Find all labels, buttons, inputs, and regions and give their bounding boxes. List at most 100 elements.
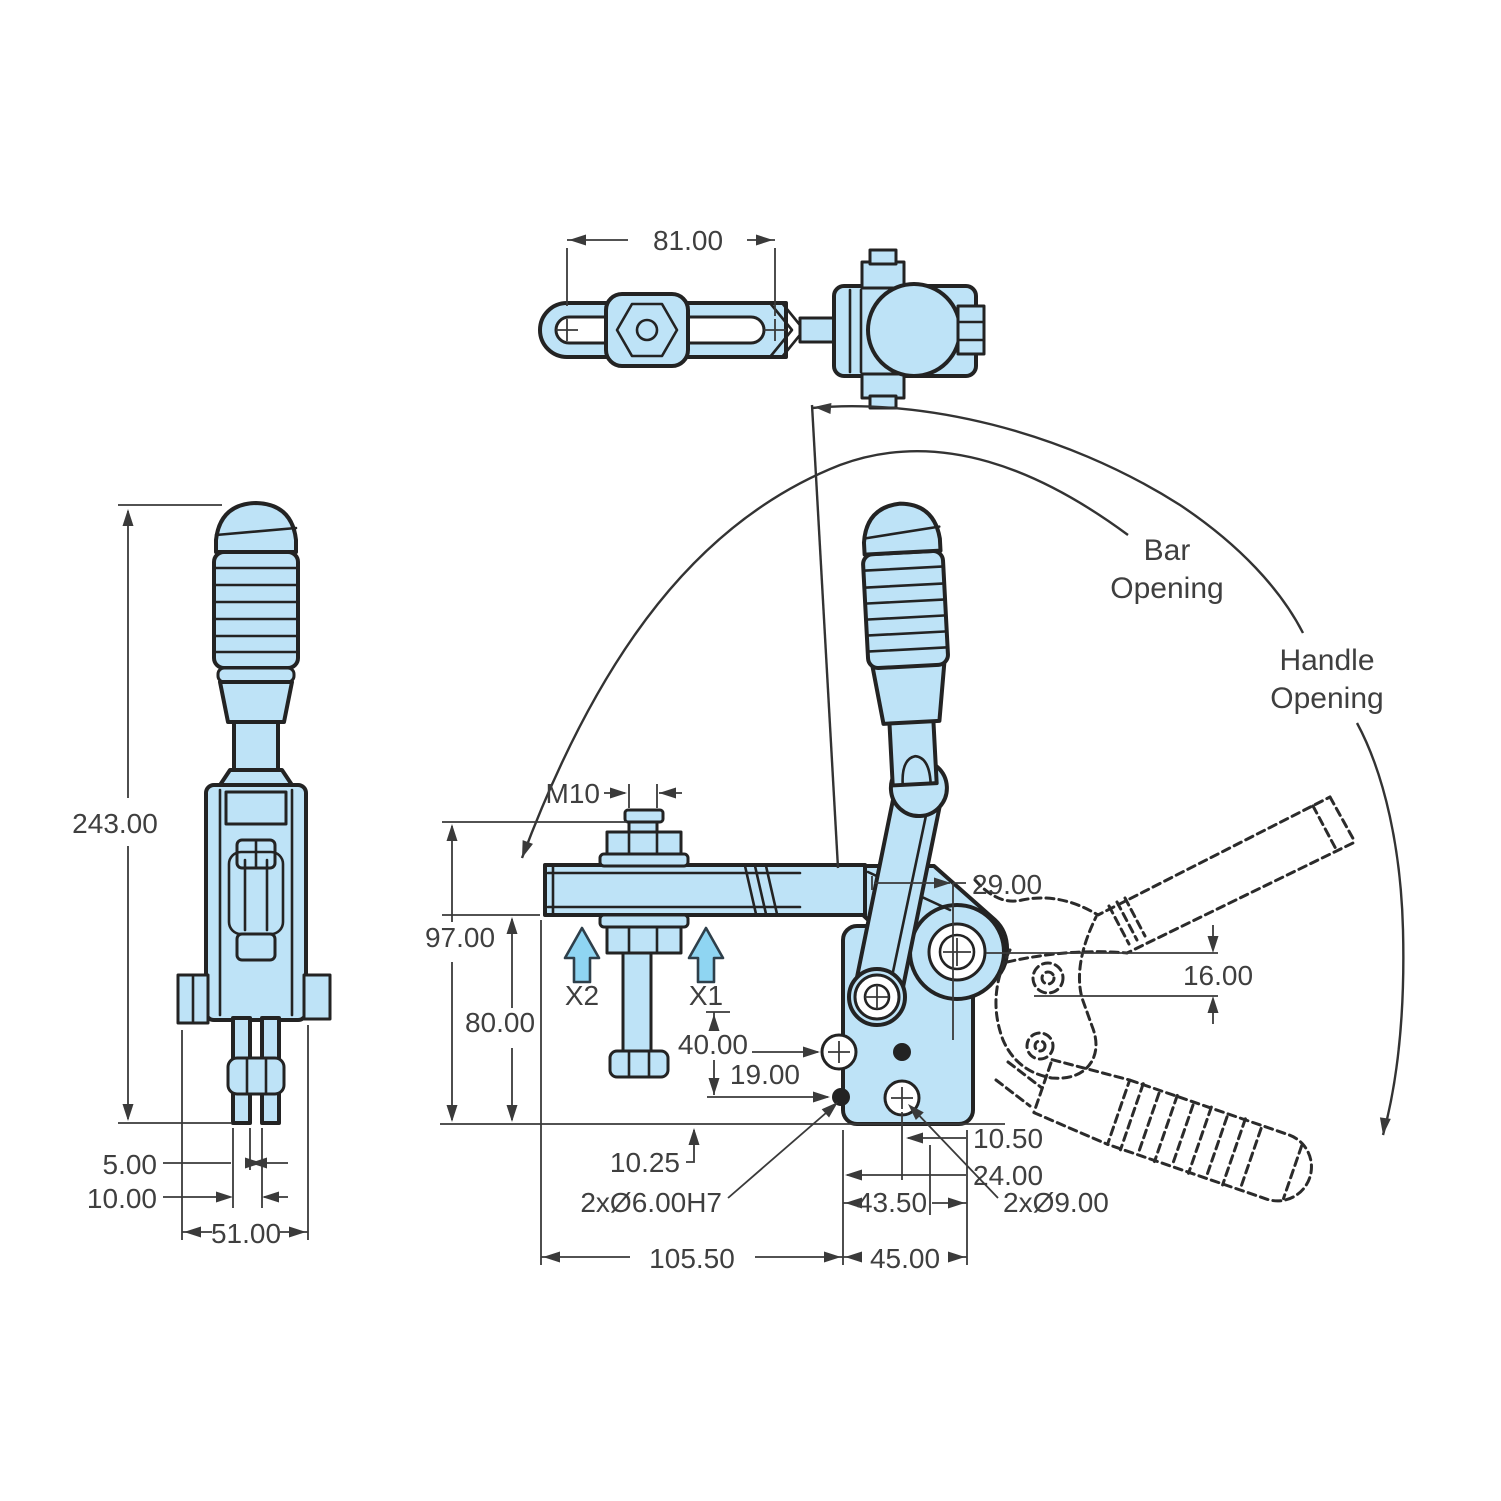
grip-ribs (212, 550, 300, 670)
link-inner-line (888, 804, 930, 988)
dim-overall-height: 243.00 (72, 808, 158, 839)
nut-pair (235, 932, 277, 962)
x2-arrow-icon (563, 926, 601, 984)
open-link-hole (1031, 961, 1065, 995)
inner-block (224, 790, 288, 826)
open-handle-stem (994, 1060, 1044, 1108)
center-cross (556, 319, 786, 341)
leader (911, 1107, 999, 1199)
arrowhead (1207, 936, 1219, 953)
dim-top-width: 81.00 (653, 225, 723, 256)
stud-bottom (860, 372, 906, 400)
open-handle-grip (1032, 1058, 1313, 1203)
grip-outline (1106, 1078, 1313, 1203)
front-view (543, 501, 1010, 1126)
dim-thread: M10 (546, 778, 600, 809)
arrowhead (569, 234, 586, 246)
handle-axis-line (810, 404, 840, 869)
dim-line (986, 925, 1218, 1024)
arrowhead (446, 1105, 458, 1122)
spindle-end-hex (608, 1049, 670, 1079)
open-bar-break (1107, 896, 1147, 946)
arrowhead (506, 917, 518, 934)
side-tab (956, 304, 986, 356)
spindle-rod (621, 951, 653, 1053)
arrowhead (845, 1169, 862, 1181)
handle-opening-label-2: Opening (1270, 682, 1383, 715)
lower-washer (598, 913, 690, 929)
open-link-hole (1040, 970, 1056, 986)
knob-dome (214, 501, 298, 554)
handle-opening-label-1: Handle (1279, 644, 1374, 677)
x2-label: X2 (565, 980, 599, 1011)
rib-lines (864, 565, 947, 653)
dim-hole-h1: 10.50 (973, 1123, 1043, 1154)
dim-height-total: 97.00 (425, 922, 495, 953)
hole-cross (828, 1041, 850, 1063)
taper (218, 680, 294, 724)
ext-line (181, 1025, 309, 1240)
arrowhead (948, 1197, 965, 1209)
arrowhead (543, 1251, 560, 1263)
arrowhead (216, 1191, 233, 1203)
dim-line (451, 826, 513, 1120)
arrowhead (245, 1157, 262, 1169)
bar-opening-label-1: Bar (1144, 534, 1191, 567)
open-link-hole (1025, 1031, 1055, 1061)
arrowhead (688, 1128, 700, 1145)
arrowhead (262, 1191, 279, 1203)
arrowhead (506, 1105, 518, 1122)
dim-base-ext: 45.00 (870, 1243, 940, 1274)
dim-hole-span: 43.50 (857, 1187, 927, 1218)
upper-hex (605, 830, 683, 858)
dim-side-width: 51.00 (211, 1218, 281, 1249)
hole-cross (891, 1087, 913, 1109)
open-link-hole (1033, 1039, 1047, 1053)
hex-flats (627, 925, 659, 955)
nut-bore (635, 318, 659, 342)
dim-bar-thickness: 16.00 (1183, 960, 1253, 991)
stem (232, 720, 280, 774)
ext-line (540, 920, 968, 1265)
hex-flats (627, 1049, 651, 1079)
open-bar-end-cap (1311, 795, 1357, 853)
dim-height-base: 80.00 (465, 1007, 535, 1038)
dim-foot-offset: 10.00 (87, 1183, 157, 1214)
spindle-cap (623, 808, 665, 824)
stud-top-tip (868, 248, 898, 266)
lower-hex (605, 925, 683, 955)
bar-inner-lines (546, 863, 802, 917)
dim-hole-v2: 19.00 (730, 1059, 800, 1090)
bar-opening-label-2: Opening (1110, 572, 1223, 605)
side-tab-right (302, 973, 332, 1021)
arrowhead (122, 509, 134, 526)
grip-ribs (1118, 1082, 1304, 1201)
arrowhead (610, 787, 627, 799)
upper-washer (598, 852, 690, 868)
ext-line (232, 1128, 263, 1208)
arrowhead (824, 1251, 841, 1263)
arrowhead (446, 824, 458, 841)
grip-ring (216, 666, 296, 684)
x1-arrow-icon (687, 926, 725, 984)
stud-top (860, 260, 906, 290)
arrowhead (708, 1078, 720, 1095)
leg-nuts (226, 1056, 286, 1096)
arrowhead (516, 840, 533, 860)
arrowhead (756, 234, 773, 246)
bar-opening-arc (520, 449, 1129, 859)
opening-annotations: Bar Opening Handle Opening (516, 401, 1405, 1136)
leader (727, 1105, 835, 1199)
dowel-hole-6mm (832, 1088, 850, 1106)
rib-lines (214, 566, 298, 654)
dim-foot-gap: 5.00 (103, 1149, 158, 1180)
ext-line (118, 504, 232, 1124)
ext-line (628, 784, 658, 808)
arrowhead (803, 1046, 820, 1058)
handle-knob (861, 501, 943, 557)
arrowhead (289, 1226, 306, 1238)
pivot-cross (865, 985, 889, 1009)
pivot-cross (943, 938, 971, 966)
note-mount-holes: 2xØ9.00 (1003, 1187, 1109, 1218)
